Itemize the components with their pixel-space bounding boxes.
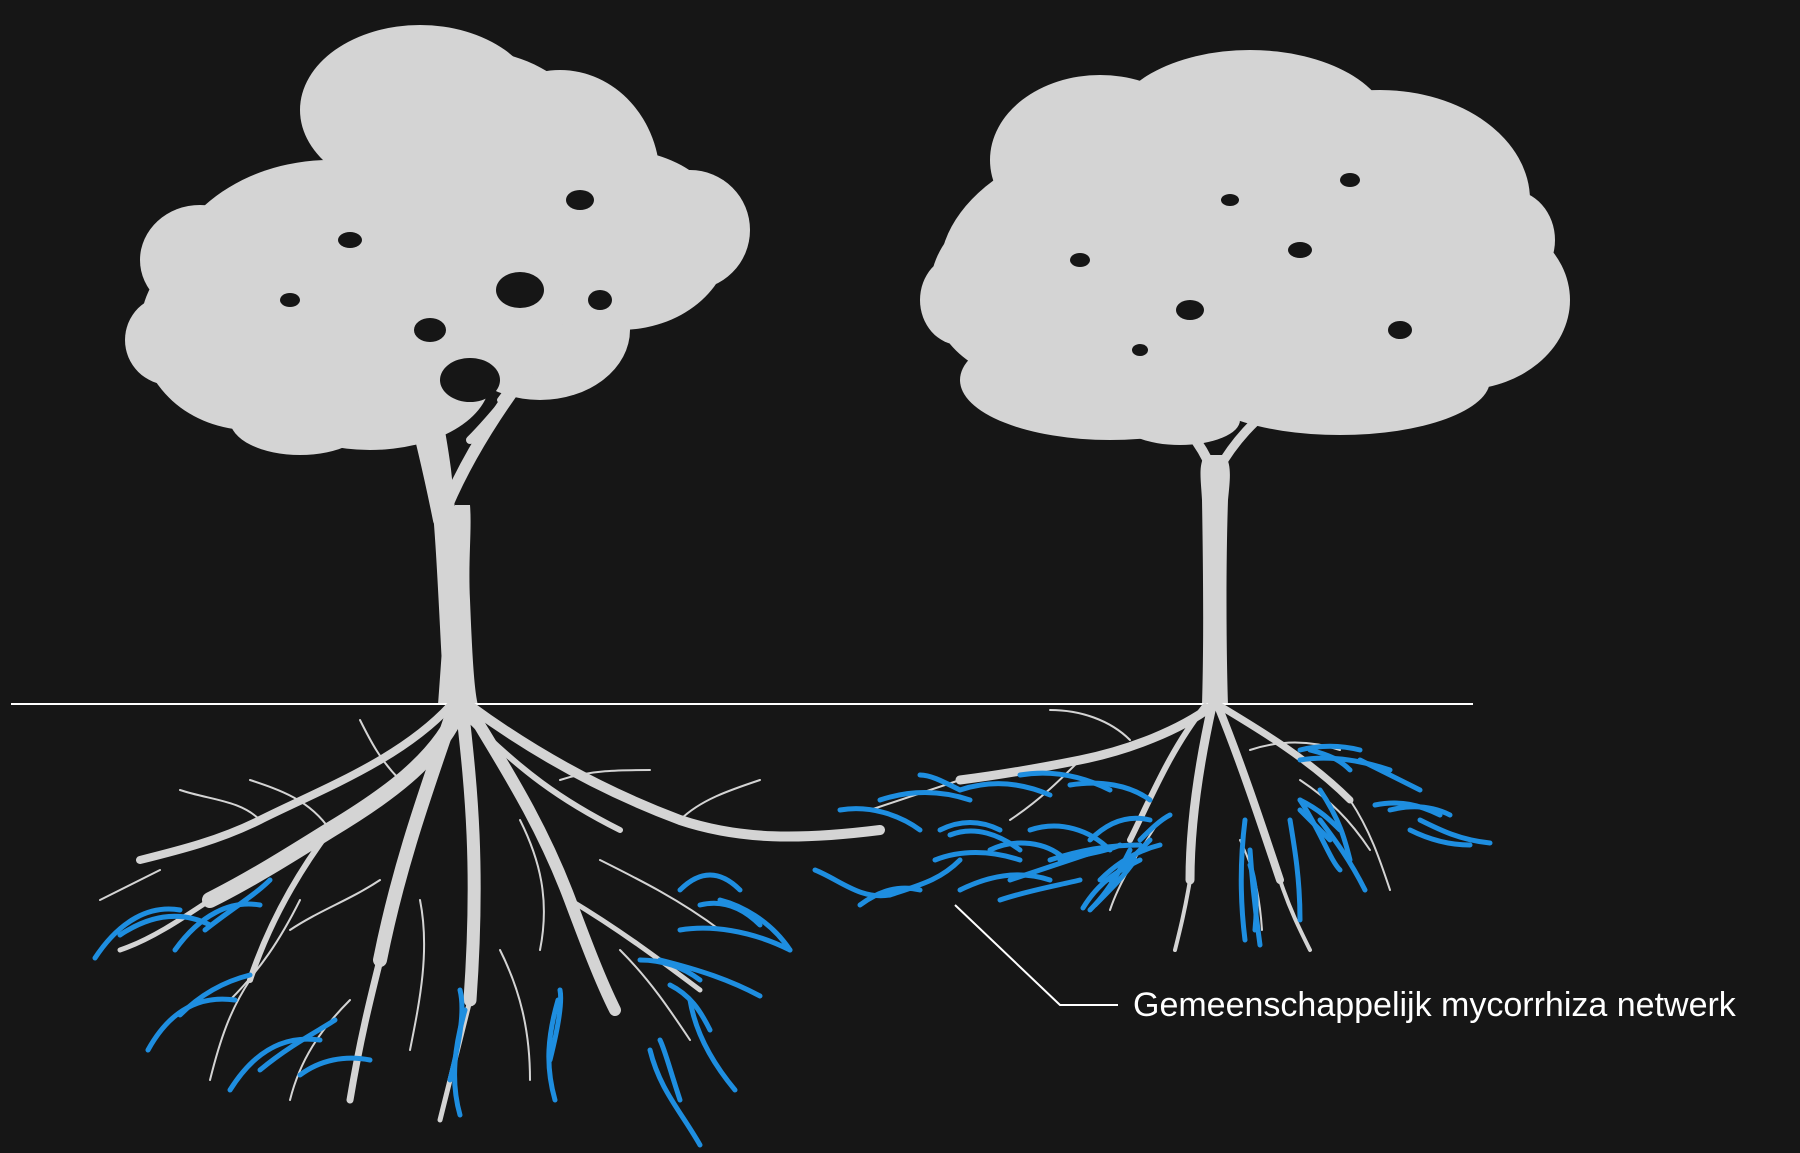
tree-left-icon [125,25,750,705]
roots-left [120,706,880,1120]
tree-right-trunk [1201,455,1230,705]
tree-right-canopy [920,50,1570,445]
network-label: Gemeenschappelijk mycorrhiza netwerk [1133,982,1736,1028]
mycorrhiza-hyphae-icon [95,746,1490,1145]
tree-right-icon [920,50,1570,705]
tree-left-canopy [125,25,750,455]
label-leader-line [955,905,1118,1005]
